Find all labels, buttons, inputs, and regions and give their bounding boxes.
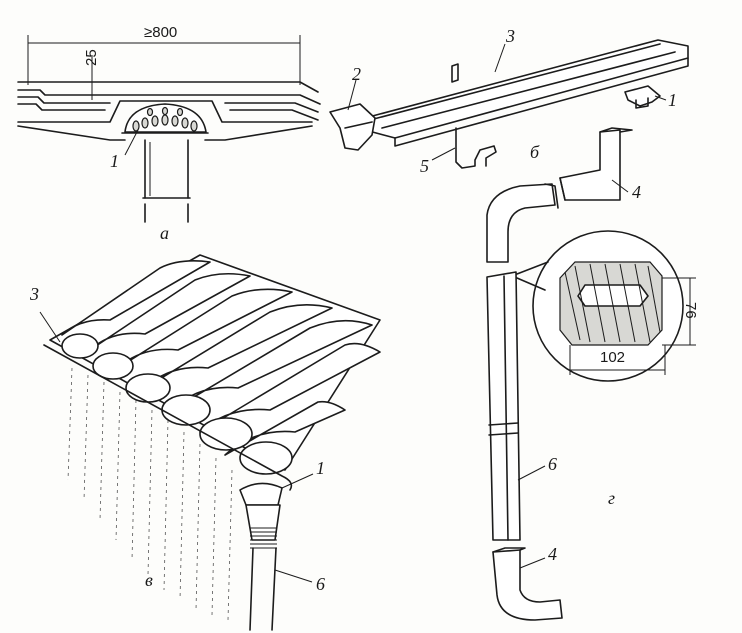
dimension-width-text: ≥800 <box>144 24 177 41</box>
panel-b-gutter-assembly <box>329 39 689 169</box>
gutter-outlet-1 <box>239 482 283 506</box>
elbow-opening <box>599 127 633 133</box>
callout-label: 1 <box>668 90 677 110</box>
panel-a-gutter-funnel <box>17 35 321 223</box>
roof-layer-line <box>17 96 111 104</box>
section-width-text: 102 <box>600 349 625 366</box>
outlet-funnel-1 <box>624 85 661 107</box>
panel-a-label: а <box>160 223 169 243</box>
elbow-bottom-opening <box>492 547 526 553</box>
downpipe-rings <box>250 527 277 549</box>
section-height-text: 76 <box>682 302 699 319</box>
downpipe-6 <box>249 547 277 631</box>
callout-leader <box>124 129 139 156</box>
pipe-coupling <box>488 422 519 436</box>
panel-d-downpipe <box>486 127 696 621</box>
callout-label: 1 <box>316 458 325 478</box>
gutter-front-lip <box>394 57 689 147</box>
callout-label: 4 <box>632 182 641 202</box>
end-cap-edge <box>344 121 373 129</box>
callout-leader <box>347 79 357 111</box>
panel-b-label: б <box>530 142 540 162</box>
elbow-edge <box>559 177 566 201</box>
bracket-5 <box>455 127 497 169</box>
roof-tiles <box>61 260 381 456</box>
callout-label: 4 <box>548 544 557 564</box>
callout-leader <box>611 179 629 193</box>
gutter-bottom-right <box>204 125 313 141</box>
pipe-cross-section-hollow <box>577 284 649 307</box>
callout-leader <box>281 473 314 489</box>
callout-label: 3 <box>505 26 515 46</box>
callout-label: 5 <box>420 156 429 176</box>
callout-label: 2 <box>352 64 361 84</box>
callout-label: 6 <box>316 574 325 594</box>
callout-leader <box>654 95 667 101</box>
roof-layer-line <box>17 89 321 105</box>
tile-ends <box>61 333 293 475</box>
gutter-trough <box>17 100 313 123</box>
downpipe-top <box>245 504 281 541</box>
roof-layer-line <box>17 103 106 111</box>
callout-leader <box>494 43 506 73</box>
gutter-bottom-left <box>17 125 126 141</box>
gutter-fold <box>381 51 676 129</box>
elbow-4-top <box>559 129 621 201</box>
callout-leader <box>517 465 546 481</box>
roof-layer-line <box>229 109 319 121</box>
roof-layer-line <box>224 102 319 113</box>
elbow-4-bottom <box>492 549 563 621</box>
callout-label: 1 <box>110 151 119 171</box>
callout-leader <box>39 311 61 343</box>
panel-d-label: г <box>608 488 615 508</box>
dimension-height-text: 25 <box>83 49 100 66</box>
eave-gutter-3 <box>43 344 293 491</box>
pipe-bend <box>486 183 556 263</box>
callout-leader <box>431 147 456 161</box>
panel-c-label: в <box>145 570 153 590</box>
outlet-spout <box>635 97 649 109</box>
callout-leader <box>519 557 546 569</box>
detail-pointer <box>516 261 549 291</box>
funnel-grate-slots <box>132 106 198 132</box>
rain-lines <box>67 367 233 621</box>
bend-opening <box>544 183 559 209</box>
gutter-hook <box>451 63 459 83</box>
downpipe-walls <box>144 139 189 199</box>
gutter-inner-edge <box>369 43 661 121</box>
panel-c-roof <box>39 254 381 631</box>
section-hatching <box>564 263 661 343</box>
callout-label: 6 <box>548 454 557 474</box>
callout-leader <box>274 569 313 583</box>
downpipe-joint <box>142 197 191 223</box>
roof-layer-line <box>17 81 319 93</box>
downpipe-6-straight <box>486 271 521 541</box>
callout-label: 3 <box>29 284 39 304</box>
pipe-edge <box>503 275 509 541</box>
